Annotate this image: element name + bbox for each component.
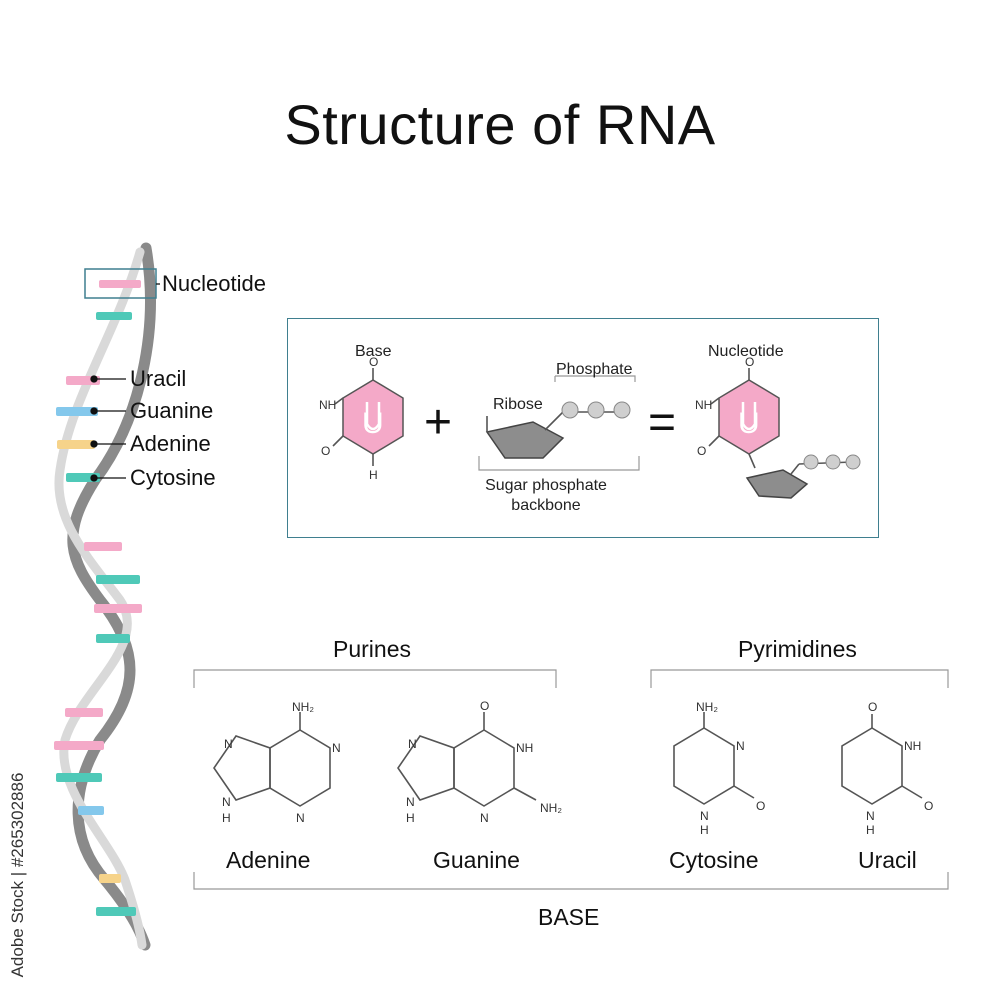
nucleotide-product	[708, 368, 861, 499]
helix-label-guanine: Guanine	[130, 398, 214, 423]
atom-n: N	[406, 795, 415, 809]
atom-n: N	[866, 809, 875, 823]
atom-h: H	[700, 823, 709, 837]
nucleotide-equation-panel	[287, 318, 879, 538]
rung-uracil	[84, 542, 122, 551]
rung-uracil	[54, 741, 104, 750]
atom-o: O	[924, 799, 933, 813]
rung-guanine	[56, 407, 98, 416]
rung-uracil	[65, 708, 103, 717]
helix-label-nucleotide: Nucleotide	[162, 271, 266, 296]
phosphate-label: Phosphate	[556, 361, 633, 378]
rung-adenine	[99, 874, 121, 883]
atom-nh: NH	[516, 741, 533, 755]
rung-cytosine	[96, 907, 136, 916]
base-rungs	[54, 280, 142, 916]
rung-adenine	[57, 440, 95, 449]
base-letter: U	[738, 407, 760, 440]
equals-sign: =	[648, 396, 677, 449]
backbone-label-line1: Sugar phosphate	[485, 477, 607, 494]
adenine-structure	[213, 712, 331, 807]
equation-nucleotide-label: Nucleotide	[708, 343, 784, 360]
phosphate-groups	[561, 401, 631, 419]
atom-n: N	[700, 809, 709, 823]
base-letter: U	[362, 407, 384, 440]
atom-h: H	[222, 811, 231, 825]
guanine-structure	[397, 712, 537, 807]
atom-nh: NH	[319, 398, 336, 412]
pyrimidines-label: Pyrimidines	[738, 636, 857, 662]
rung-cytosine	[96, 312, 132, 320]
atom-n: N	[480, 811, 489, 825]
stock-watermark: Adobe Stock | #265302886	[6, 760, 30, 990]
base-name-uracil: Uracil	[858, 847, 917, 873]
rung-guanine	[78, 806, 104, 815]
pyrimidines-bracket	[650, 669, 949, 688]
atom-o: O	[868, 700, 877, 714]
atom-n: N	[224, 737, 233, 751]
atom-nh2: NH₂	[292, 700, 314, 714]
atom-h: H	[369, 468, 378, 482]
atom-n: N	[296, 811, 305, 825]
base-bracket	[193, 872, 949, 890]
atom-nh: NH	[904, 739, 921, 753]
atom-o: O	[321, 444, 330, 458]
stock-watermark-text: Adobe Stock | #265302886	[8, 772, 27, 978]
rung-cytosine	[96, 634, 130, 643]
purines-bracket	[193, 669, 557, 688]
atom-h: H	[406, 811, 415, 825]
backbone-bracket	[478, 456, 640, 471]
atom-nh2: NH₂	[696, 700, 718, 714]
plus-sign: +	[424, 396, 453, 449]
base-uracil-hexagon	[332, 368, 404, 466]
rung-cytosine	[56, 773, 102, 782]
purines-label: Purines	[333, 636, 411, 662]
phosphate-bracket	[554, 375, 636, 382]
atom-h: H	[866, 823, 875, 837]
equation-drawing: O NH O H O NH O	[319, 355, 861, 499]
uracil-structure	[841, 714, 923, 805]
rung-uracil	[94, 604, 142, 613]
atom-n: N	[332, 741, 341, 755]
helix-label-adenine: Adenine	[130, 431, 211, 456]
helix-label-cytosine: Cytosine	[130, 465, 216, 490]
label-leaders	[90, 283, 160, 482]
rung-uracil	[99, 280, 141, 288]
atom-nh2: NH₂	[540, 801, 562, 815]
atom-n: N	[408, 737, 417, 751]
helix-label-uracil: Uracil	[130, 366, 187, 391]
base-name-adenine: Adenine	[226, 847, 311, 873]
page-title: Structure of RNA	[284, 93, 716, 156]
equation-base-label: Base	[355, 343, 392, 360]
atom-o: O	[745, 355, 754, 369]
atom-n: N	[736, 739, 745, 753]
atom-o: O	[480, 699, 489, 713]
cytosine-structure	[673, 712, 755, 805]
base-label: BASE	[538, 904, 600, 930]
backbone-label-line2: backbone	[511, 497, 581, 514]
ribose-label: Ribose	[493, 396, 543, 413]
atom-o: O	[756, 799, 765, 813]
atom-o: O	[697, 444, 706, 458]
atom-n: N	[222, 795, 231, 809]
base-name-cytosine: Cytosine	[669, 847, 759, 873]
atom-o: O	[369, 355, 378, 369]
rung-cytosine	[96, 575, 140, 584]
base-name-guanine: Guanine	[433, 847, 520, 873]
atom-nh: NH	[695, 398, 712, 412]
